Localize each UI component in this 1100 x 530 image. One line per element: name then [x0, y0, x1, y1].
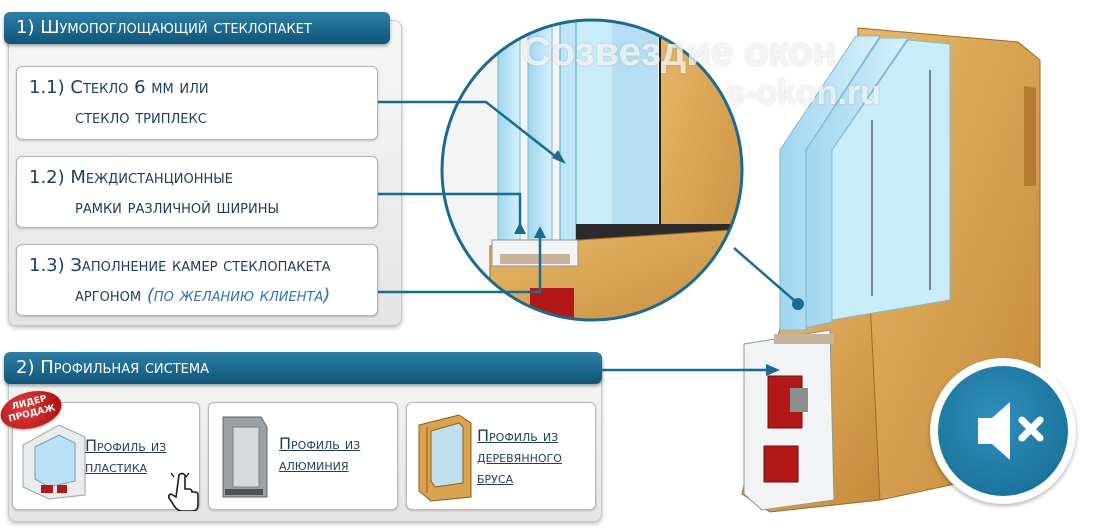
- section1-header: 1) Шумопоглощающий стеклопакет: [4, 12, 390, 44]
- profile-plastic-label[interactable]: Профиль из пластика: [85, 436, 167, 476]
- item-argon-fill-line2: аргоном (по желанию клиента): [75, 285, 331, 306]
- callout-lines: [378, 100, 797, 372]
- speaker-mute-icon: [978, 402, 1044, 460]
- item-argon-fill: 1.3) Заполнение камер стеклопакета аргон…: [16, 244, 378, 316]
- section2-header: 2) Профильная система: [4, 352, 602, 384]
- aluminium-profile-image: [222, 416, 268, 498]
- watermark-line1: Созвездие окон: [522, 30, 837, 74]
- item-glass-6mm-line2: стекло триплекс: [75, 107, 207, 128]
- profile-aluminium-label[interactable]: Профиль из алюминия: [279, 434, 361, 474]
- item-spacer-frames-line1: 1.2) Междистанционные: [29, 167, 233, 188]
- profile-card-aluminium[interactable]: Профиль из алюминия: [208, 402, 398, 510]
- profile-wood-label[interactable]: Профиль из деревянного бруса: [477, 426, 562, 487]
- plastic-profile-image: [22, 424, 86, 500]
- item-spacer-frames: 1.2) Междистанционные рамки различной ши…: [16, 156, 378, 228]
- argon-note: (по желанию клиента): [146, 285, 331, 306]
- watermark-line2: s-okon.ru: [726, 74, 881, 112]
- wood-profile-image: [418, 414, 472, 502]
- hand-pointer-icon: [167, 472, 199, 511]
- pvc-profile-section: [743, 329, 835, 511]
- speaker-mute-badge: [930, 358, 1076, 504]
- item-glass-6mm-line1: 1.1) Стекло 6 мм или: [29, 77, 209, 98]
- callout-arrowheads: [514, 150, 804, 376]
- item-argon-fill-line1: 1.3) Заполнение камер стеклопакета: [29, 255, 331, 276]
- item-spacer-frames-line2: рамки различной ширины: [75, 197, 279, 218]
- item-glass-6mm: 1.1) Стекло 6 мм или стекло триплекс: [16, 66, 378, 140]
- profile-card-wood[interactable]: Профиль из деревянного бруса: [406, 402, 596, 510]
